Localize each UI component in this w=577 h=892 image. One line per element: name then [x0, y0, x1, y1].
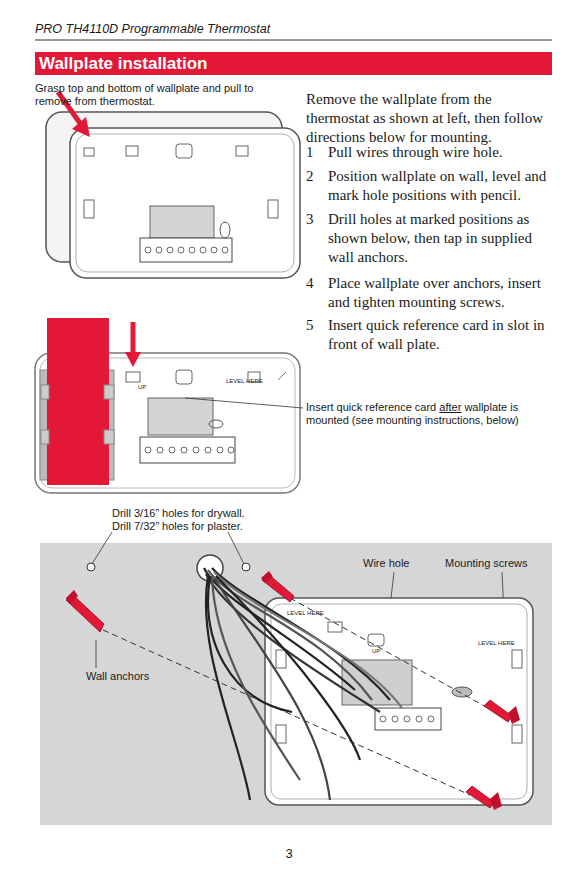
- mounting-illustration: [66, 532, 533, 810]
- part-marking: UP: [372, 648, 380, 655]
- drill-note: Drill 3/16” holes for drywall.: [112, 507, 245, 520]
- step-text: Pull wires through wire hole.: [328, 143, 552, 162]
- reference-card-illustration: [35, 318, 303, 493]
- step-number: 3: [306, 210, 324, 228]
- step-text: Insert quick reference card in slot in f…: [328, 316, 552, 354]
- figure-note: Grasp top and bottom of wallplate and pu…: [35, 82, 285, 108]
- callout-note: Insert quick reference cardafterwallplat…: [306, 401, 524, 427]
- section-title: Wallplate installation: [39, 54, 207, 74]
- callout-text: Insert quick reference card: [306, 401, 436, 413]
- mounting-panel: [40, 543, 552, 825]
- drill-note: Drill 7/32” holes for plaster.: [112, 520, 243, 533]
- remove-wallplate-illustration: [46, 92, 300, 278]
- intro-paragraph: Remove the wallplate from the thermostat…: [306, 90, 551, 148]
- step-number: 4: [306, 274, 324, 292]
- step-text: Position wallplate on wall, level and ma…: [328, 167, 552, 205]
- running-header: PRO TH4110D Programmable Thermostat: [35, 22, 435, 37]
- part-label: Mounting screws: [445, 557, 528, 570]
- part-marking: UP: [138, 384, 146, 391]
- part-label: Wire hole: [363, 557, 409, 570]
- step-text: Drill holes at marked positions as shown…: [328, 210, 552, 268]
- step-number: 2: [306, 167, 324, 185]
- part-marking: LEVEL HERE: [478, 640, 515, 647]
- step-number: 1: [306, 143, 324, 161]
- page-number: 3: [283, 846, 295, 862]
- callout-text: after: [439, 401, 461, 413]
- part-marking: LEVEL HERE: [226, 378, 263, 385]
- title-band: [35, 52, 552, 75]
- step-number: 5: [306, 316, 324, 334]
- part-marking: LEVEL HERE: [287, 610, 324, 617]
- part-label: Wall anchors: [86, 670, 149, 683]
- step-text: Place wallplate over anchors, insert and…: [328, 274, 552, 312]
- header-rule: [35, 40, 552, 41]
